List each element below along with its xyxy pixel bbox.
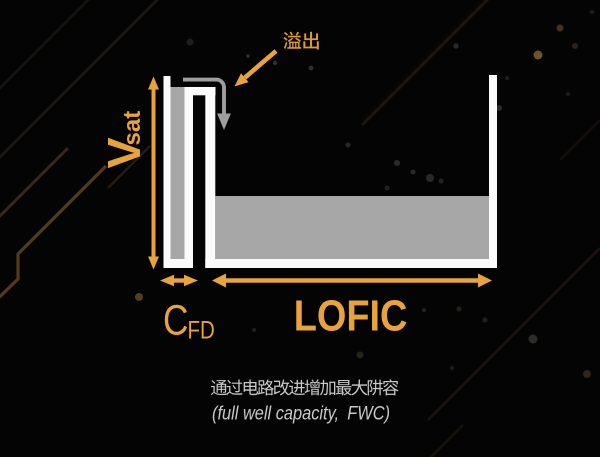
- svg-text:(full well capacity, FWC): (full well capacity, FWC): [212, 402, 390, 424]
- svg-text:C: C: [163, 296, 188, 344]
- svg-text:sat: sat: [119, 111, 146, 146]
- svg-text:V: V: [98, 137, 150, 168]
- svg-text:FD: FD: [188, 315, 215, 343]
- svg-text:LOFIC: LOFIC: [294, 291, 408, 340]
